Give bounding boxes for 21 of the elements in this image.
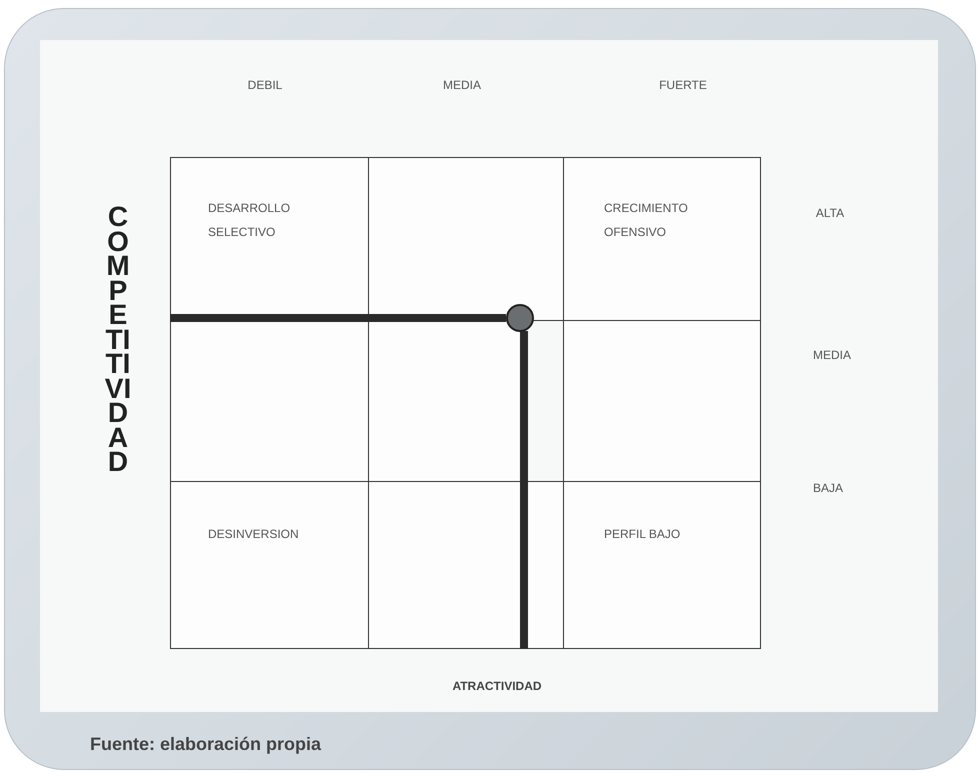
position-line: [170, 314, 506, 322]
empty-cell: [563, 320, 761, 482]
quadrant-label: DESARROLLO SELECTIVO: [208, 200, 292, 241]
column-heading: MEDIA: [443, 78, 481, 92]
quadrant-label: CRECIMIENTO OFENSIVO: [604, 200, 689, 241]
column-heading: DEBIL: [248, 78, 282, 92]
quadrant-label: PERFIL BAJO: [604, 526, 682, 543]
matrix-cell: [170, 157, 369, 314]
column-heading: FUERTE: [659, 78, 707, 92]
matrix-cell: [563, 481, 761, 649]
empty-cell: [368, 320, 519, 482]
row-heading: MEDIA: [813, 348, 851, 362]
row-heading: BAJA: [813, 481, 843, 495]
source-caption: Fuente: elaboración propia: [90, 734, 322, 755]
axis-title: COMPETITIVIDAD: [104, 205, 132, 474]
axis-title: ATRACTIVIDAD: [452, 679, 542, 693]
quadrant-label: DESINVERSION: [208, 526, 300, 543]
position-line: [520, 331, 528, 649]
row-heading: ALTA: [816, 206, 844, 220]
matrix-cell: [563, 157, 761, 321]
matrix-cell: [170, 481, 369, 649]
